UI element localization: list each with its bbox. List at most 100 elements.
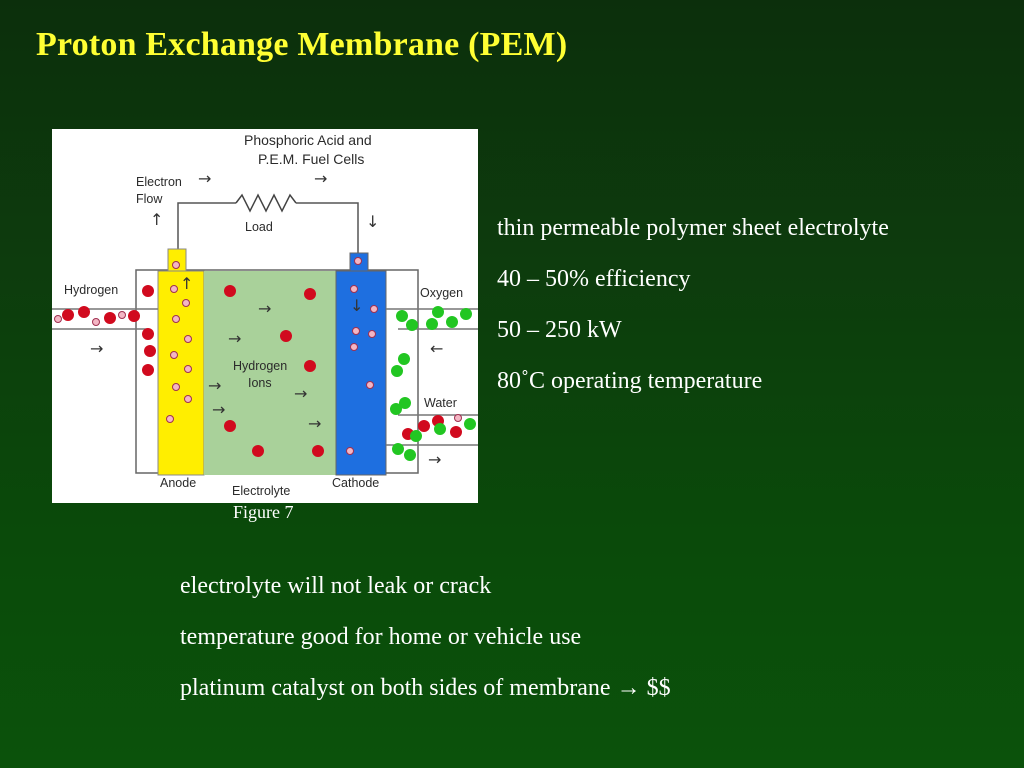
hydrogen-label: Hydrogen	[64, 283, 118, 297]
hydrogen-molecule	[142, 285, 154, 297]
hydrogen-ion	[280, 330, 292, 342]
oxygen-molecule	[391, 365, 403, 377]
electron-dot	[454, 414, 462, 422]
arrow-right-icon: →	[212, 400, 225, 419]
hydrogen-molecule	[128, 310, 140, 322]
oxygen-molecule	[432, 306, 444, 318]
arrow-down-icon: ↓	[350, 296, 363, 315]
oxygen-molecules	[390, 306, 476, 461]
bullet-item: 50 – 250 kW	[497, 317, 622, 343]
hydrogen-molecules	[62, 285, 462, 457]
electron-dot	[370, 305, 378, 313]
hydrogen-molecule	[144, 345, 156, 357]
electron-flow-label-line2: Flow	[136, 192, 163, 206]
electron-dot	[346, 447, 354, 455]
electron-dot	[118, 311, 126, 319]
hydrogen-ion	[312, 445, 324, 457]
hydrogen-ions-label-line2: Ions	[248, 376, 272, 390]
electron-dot	[54, 315, 62, 323]
hydrogen-molecule	[62, 309, 74, 321]
electron-dot	[350, 285, 358, 293]
anode-label: Anode	[160, 476, 196, 490]
electron-dot	[92, 318, 100, 326]
arrow-right-icon: →	[314, 169, 327, 188]
arrow-right-icon: →	[294, 384, 307, 403]
electrolyte-region	[204, 271, 336, 475]
hydrogen-ions-label-line1: Hydrogen	[233, 359, 287, 373]
water-oxygen	[410, 430, 422, 442]
diagram-title-line1: Phosphoric Acid and	[244, 132, 372, 148]
oxygen-molecule	[446, 316, 458, 328]
arrow-right-icon: →	[208, 376, 221, 395]
bullet-item: platinum catalyst on both sides of membr…	[180, 675, 671, 701]
arrow-down-icon: ↓	[366, 212, 379, 231]
oxygen-molecule	[398, 353, 410, 365]
hydrogen-ion	[304, 288, 316, 300]
circuit-wire-right	[296, 202, 359, 253]
oxygen-molecule	[406, 319, 418, 331]
electron-dot	[166, 415, 174, 423]
bullet-item: temperature good for home or vehicle use	[180, 624, 582, 650]
anode-plate	[157, 270, 205, 476]
figure-caption: Figure 7	[233, 502, 294, 522]
arrow-right-icon: →	[90, 339, 103, 358]
arrow-up-icon: ↑	[180, 274, 193, 293]
anode-terminal	[167, 248, 187, 274]
hydrogen-molecule	[104, 312, 116, 324]
arrow-up-icon: ↑	[150, 210, 163, 229]
bullet-item: 80˚C operating temperature	[497, 368, 763, 394]
electrolyte-label: Electrolyte	[232, 484, 290, 498]
hydrogen-molecule	[142, 328, 154, 340]
hydrogen-ion	[224, 285, 236, 297]
hydrogen-ion	[252, 445, 264, 457]
bullet-item: thin permeable polymer sheet electrolyte	[497, 215, 889, 241]
cathode-plate	[335, 270, 387, 476]
bottom-bullet-list: electrolyte will not leak or crack tempe…	[180, 572, 671, 725]
arrow-left-icon: ←	[430, 339, 443, 358]
fuel-cell-diagram: Phosphoric Acid and P.E.M. Fuel Cells El…	[52, 129, 478, 503]
oxygen-molecule	[399, 397, 411, 409]
electron-dot	[184, 335, 192, 343]
oxygen-molecule	[426, 318, 438, 330]
electron-dots	[54, 257, 462, 455]
electron-dot	[184, 395, 192, 403]
oxygen-molecule	[460, 308, 472, 320]
electron-dot	[170, 285, 178, 293]
slide-title: Proton Exchange Membrane (PEM)	[36, 26, 568, 63]
bullet-item: 40 – 50% efficiency	[497, 266, 691, 292]
electron-flow-label-line1: Electron	[136, 175, 182, 189]
electron-dot	[182, 299, 190, 307]
water-label: Water	[424, 396, 457, 410]
electron-dot	[350, 343, 358, 351]
electron-dot	[170, 351, 178, 359]
electron-dot	[354, 257, 362, 265]
electron-dot	[352, 327, 360, 335]
arrow-right-icon: →	[258, 299, 271, 318]
oxygen-molecule	[390, 403, 402, 415]
load-resistor	[235, 193, 297, 213]
circuit-wire-left	[177, 202, 236, 249]
water-hydrogen	[450, 426, 462, 438]
hydrogen-ion	[224, 420, 236, 432]
diagram-title-line2: P.E.M. Fuel Cells	[258, 151, 364, 167]
electron-dot	[172, 261, 180, 269]
electron-dot	[366, 381, 374, 389]
oxygen-molecule	[404, 449, 416, 461]
electron-dot	[184, 365, 192, 373]
electron-dot	[172, 315, 180, 323]
arrow-right-icon: →	[428, 450, 441, 469]
oxygen-molecule	[396, 310, 408, 322]
oxygen-molecule	[392, 443, 404, 455]
hydrogen-ion	[304, 360, 316, 372]
hydrogen-molecule	[78, 306, 90, 318]
right-bullet-list: thin permeable polymer sheet electrolyte…	[497, 214, 889, 418]
load-label: Load	[245, 220, 273, 234]
water-hydrogen	[418, 420, 430, 432]
bullet-item: electrolyte will not leak or crack	[180, 573, 492, 599]
oxygen-label: Oxygen	[420, 286, 463, 300]
arrow-right-icon: →	[308, 414, 321, 433]
cathode-label: Cathode	[332, 476, 379, 490]
hydrogen-molecule	[142, 364, 154, 376]
electron-dot	[172, 383, 180, 391]
water-oxygen	[434, 423, 446, 435]
